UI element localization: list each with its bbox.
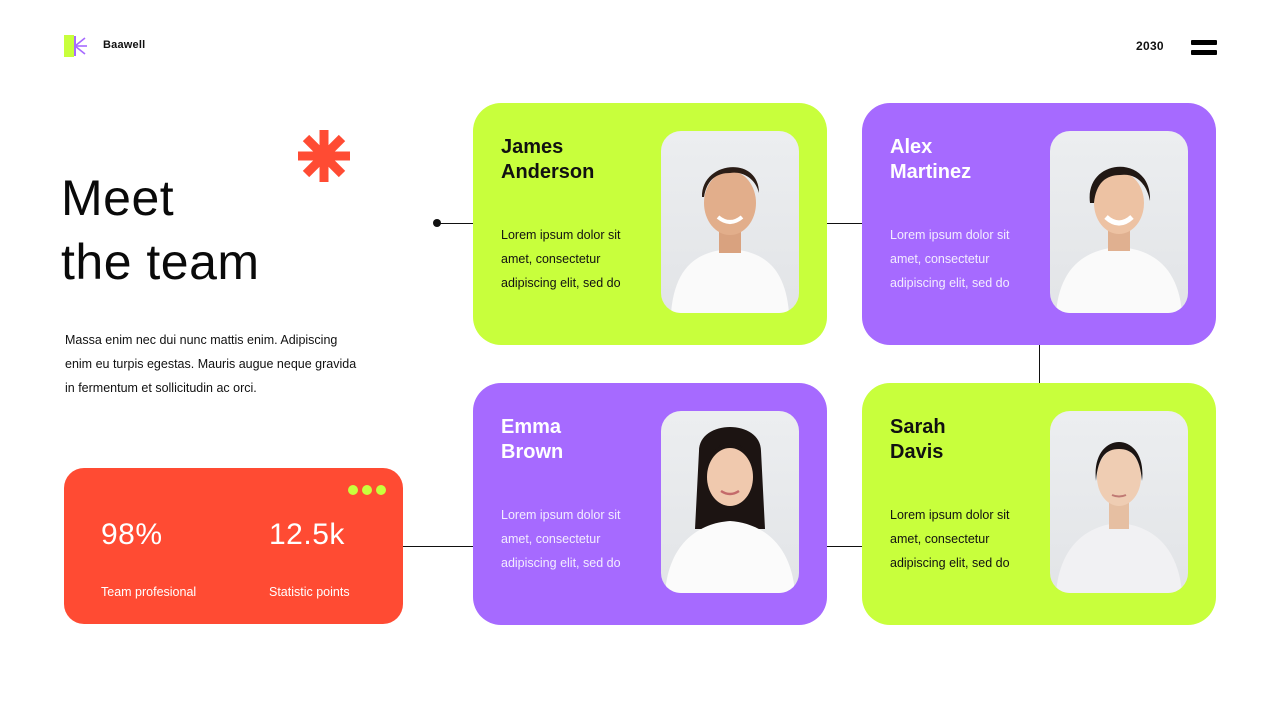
member-bio: Lorem ipsum dolor sit amet, consectetur … xyxy=(890,508,1010,570)
member-bio: Lorem ipsum dolor sit amet, consectetur … xyxy=(501,508,621,570)
member-bio: Lorem ipsum dolor sit amet, consectetur … xyxy=(890,228,1010,290)
asterisk-icon xyxy=(298,130,350,182)
year-label: 2030 xyxy=(1136,39,1164,53)
member-photo xyxy=(1050,411,1188,593)
connector-line xyxy=(1039,345,1040,383)
stat-label-points: Statistic points xyxy=(269,585,350,599)
stat-label-team: Team profesional xyxy=(101,585,197,599)
connector-line xyxy=(827,546,862,547)
member-bio: Lorem ipsum dolor sit amet, consectetur … xyxy=(501,228,621,290)
member-photo xyxy=(661,411,799,593)
brand-logo-icon xyxy=(64,35,88,57)
team-description: Massa enim nec dui nunc mattis enim. Adi… xyxy=(65,333,357,395)
connector-line xyxy=(827,223,862,224)
page-title: Meet the team xyxy=(61,166,260,294)
member-photo xyxy=(1050,131,1188,313)
hamburger-icon[interactable] xyxy=(1191,40,1217,56)
stat-value-points: 12.5k xyxy=(269,518,345,551)
stat-value-team: 98% xyxy=(101,518,163,551)
more-dots-icon[interactable] xyxy=(348,485,386,495)
stats-card: 98% Team profesional 12.5k Statistic poi… xyxy=(64,468,403,624)
connector-line xyxy=(403,546,473,547)
member-photo xyxy=(661,131,799,313)
connector-line xyxy=(437,223,473,224)
title-line-2: the team xyxy=(61,234,260,290)
brand-name: Baawell xyxy=(103,39,146,51)
title-line-1: Meet xyxy=(61,170,175,226)
